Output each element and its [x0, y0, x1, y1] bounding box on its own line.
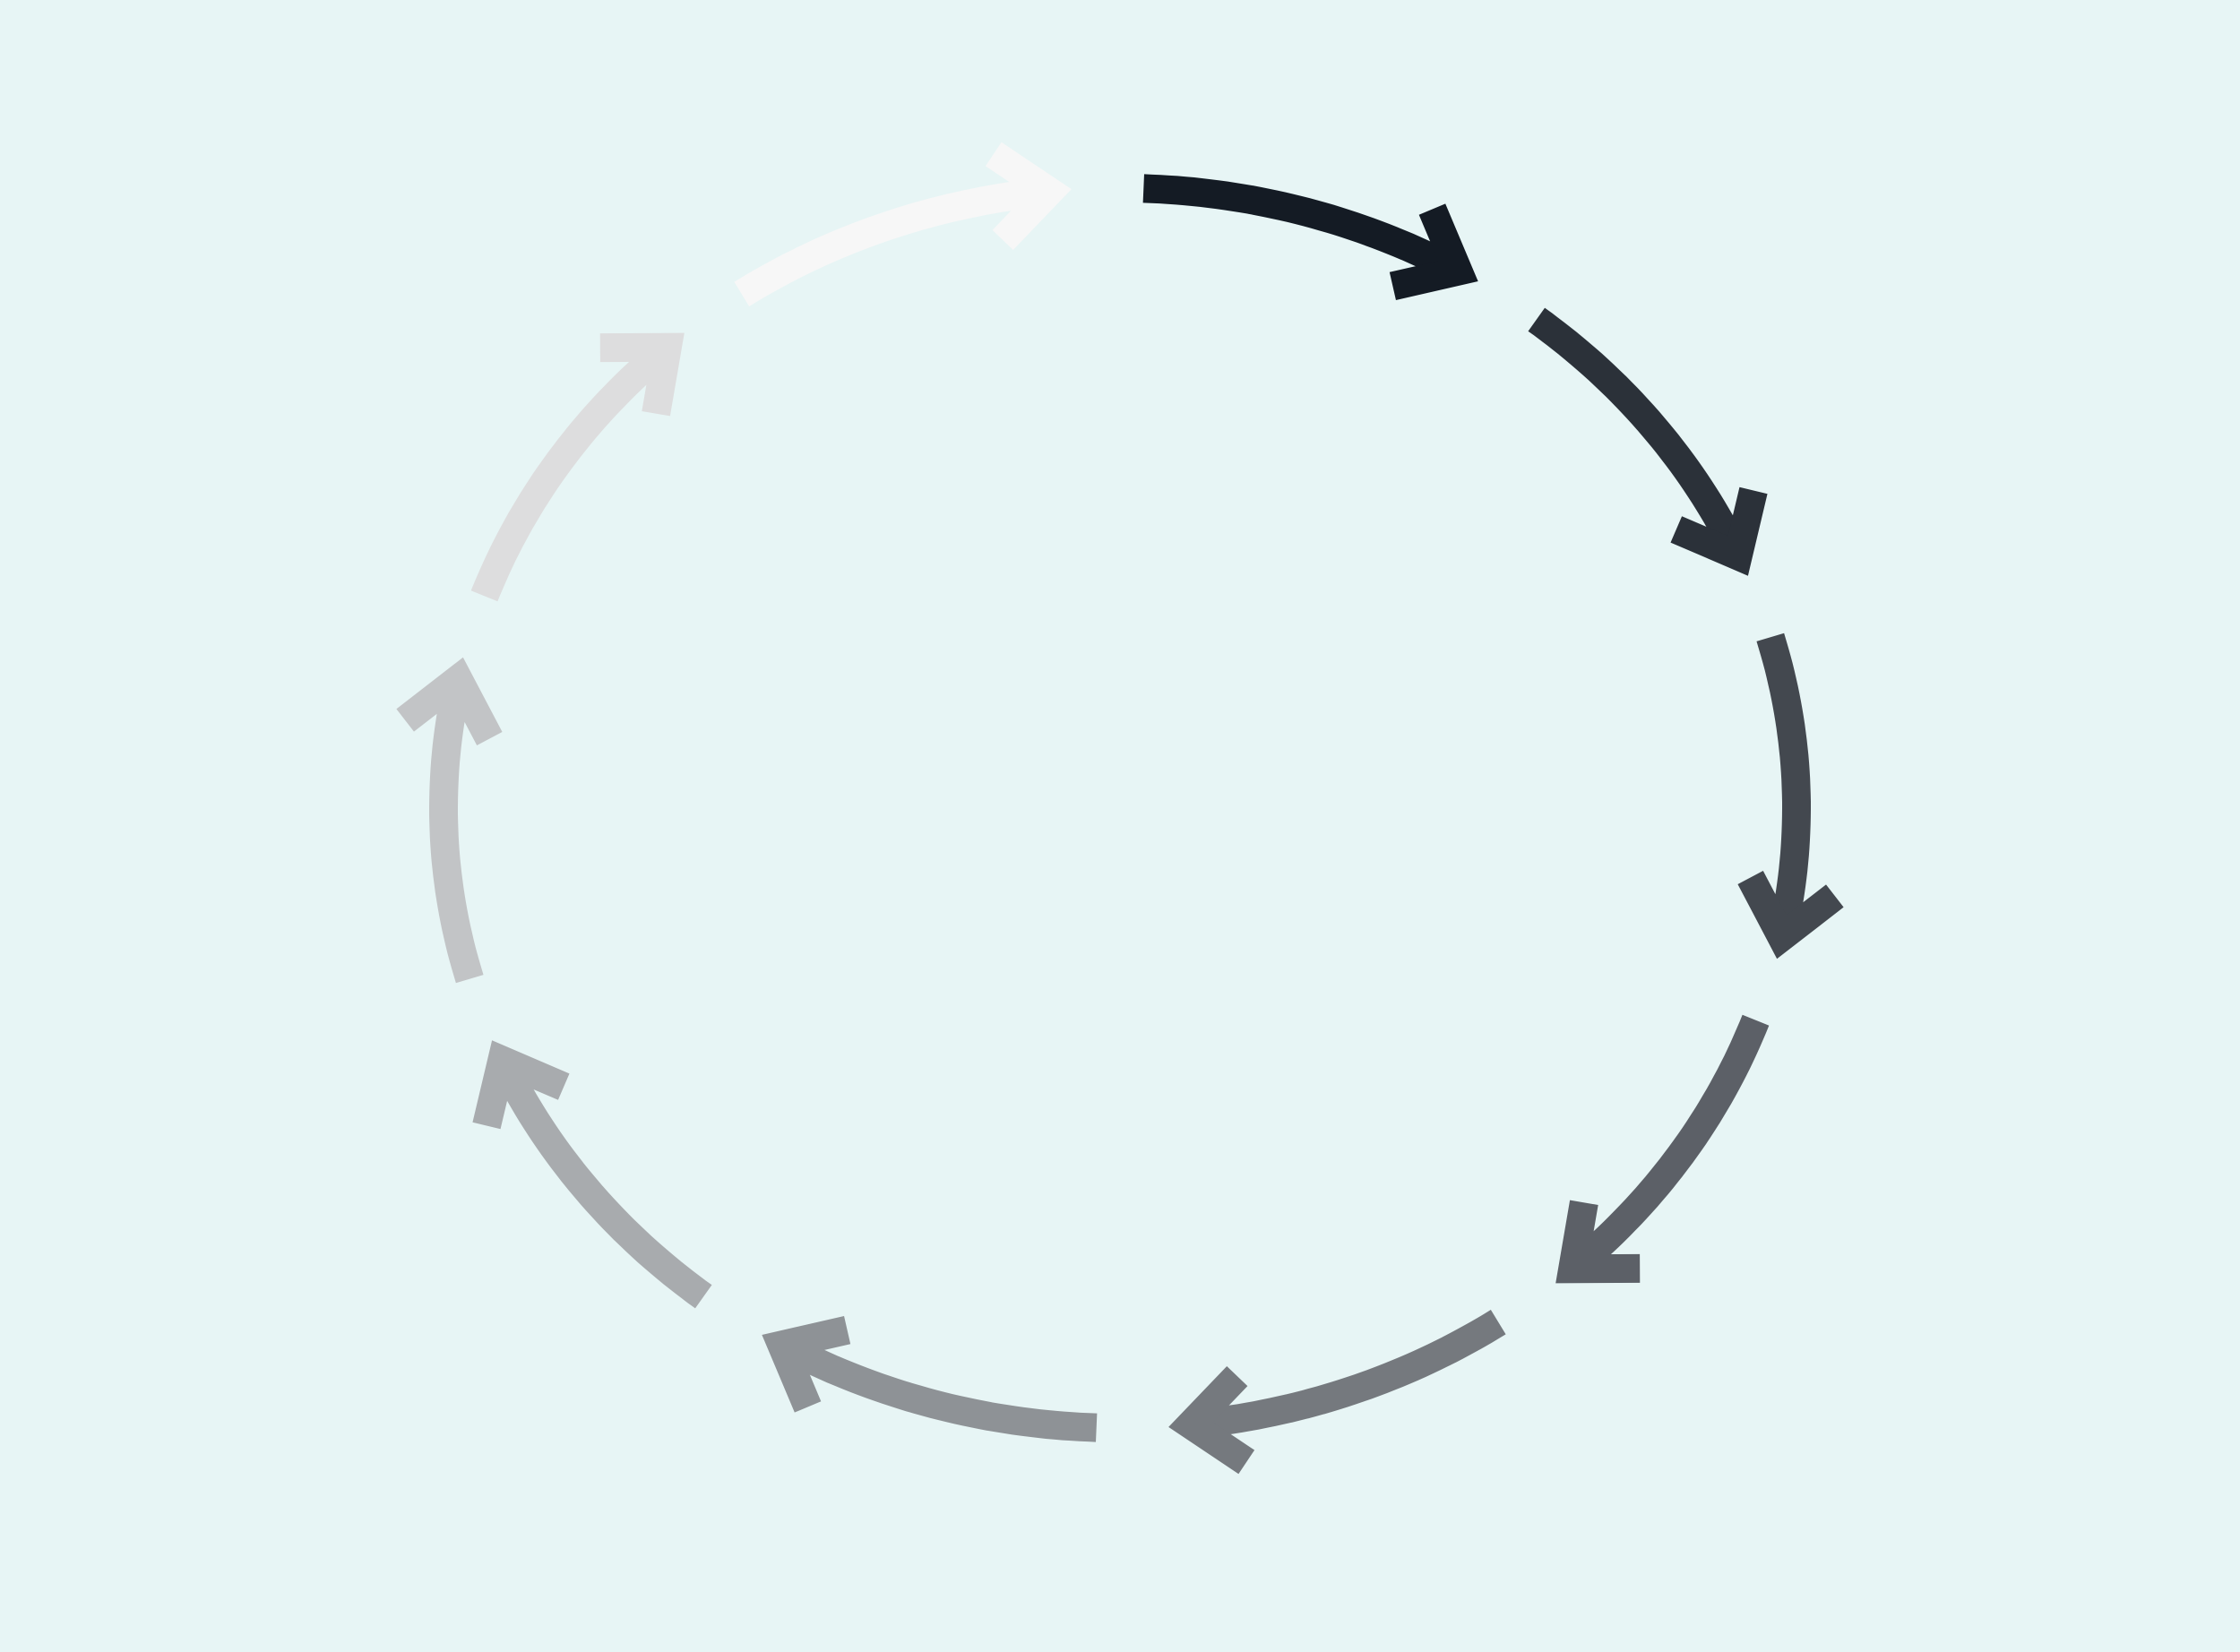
background: [0, 0, 2240, 1652]
cycle-arrows-canvas: [0, 0, 2240, 1652]
cycle-diagram: [0, 0, 2240, 1652]
